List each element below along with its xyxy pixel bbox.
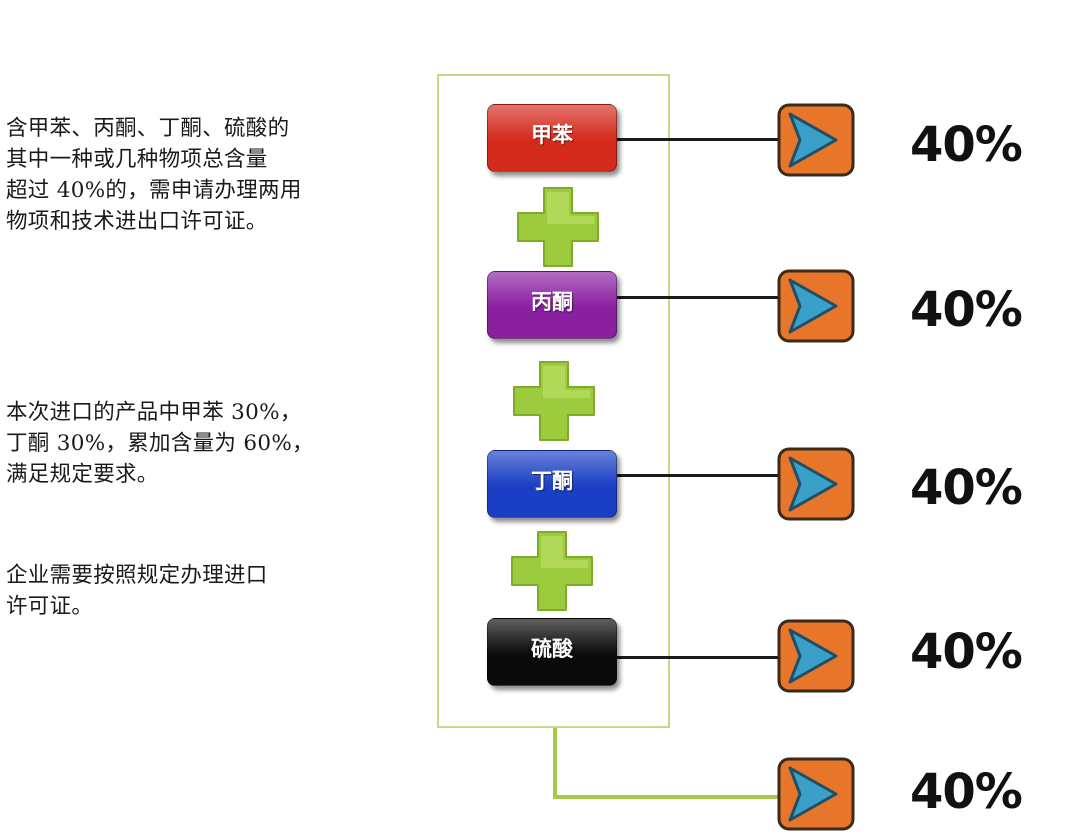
chemical-box-butanone: 丁酮 bbox=[487, 450, 617, 518]
product-paragraph: 本次进口的产品中甲苯 30%， 丁酮 30%，累加含量为 60%， 满足规定要求… bbox=[6, 397, 358, 490]
percentage-label: 40% bbox=[910, 624, 1023, 680]
percentage-label: 40% bbox=[910, 117, 1023, 173]
plus-icon bbox=[511, 531, 593, 611]
chevron-right-icon bbox=[777, 757, 855, 831]
text-line: 满足规定要求。 bbox=[6, 462, 159, 487]
percentage-label: 40% bbox=[910, 764, 1023, 820]
chevron-right-icon bbox=[777, 103, 855, 177]
plus-icon bbox=[513, 361, 595, 441]
chemical-group-frame bbox=[437, 74, 670, 728]
chevron-right-icon bbox=[777, 269, 855, 343]
chemical-box-toluene: 甲苯 bbox=[487, 104, 617, 172]
percentage-label: 40% bbox=[910, 282, 1023, 338]
chemical-label: 丙酮 bbox=[531, 290, 573, 314]
text-line: 超过 40%的，需申请办理两用 bbox=[6, 178, 302, 203]
percentage-label: 40% bbox=[910, 460, 1023, 516]
chevron-right-icon bbox=[777, 447, 855, 521]
text-line: 许可证。 bbox=[6, 594, 94, 619]
chemical-label: 硫酸 bbox=[531, 637, 573, 661]
chemical-label: 甲苯 bbox=[531, 123, 573, 147]
text-line: 含甲苯、丙酮、丁酮、硫酸的 bbox=[6, 116, 290, 141]
chemical-label: 丁酮 bbox=[531, 469, 573, 493]
text-line: 丁酮 30%，累加含量为 60%， bbox=[6, 431, 314, 456]
connector-line bbox=[617, 296, 779, 299]
chemical-box-sulfuric-acid: 硫酸 bbox=[487, 618, 617, 686]
connector-line bbox=[617, 138, 779, 141]
chemical-box-acetone: 丙酮 bbox=[487, 271, 617, 339]
text-line: 其中一种或几种物项总含量 bbox=[6, 147, 268, 172]
plus-icon bbox=[517, 187, 599, 267]
connector-line bbox=[617, 474, 779, 477]
rule-paragraph: 含甲苯、丙酮、丁酮、硫酸的 其中一种或几种物项总含量 超过 40%的，需申请办理… bbox=[6, 113, 358, 237]
text-line: 物项和技术进出口许可证。 bbox=[6, 209, 268, 234]
conclusion-paragraph: 企业需要按照规定办理进口 许可证。 bbox=[6, 560, 358, 622]
text-line: 企业需要按照规定办理进口 bbox=[6, 563, 268, 588]
text-line: 本次进口的产品中甲苯 30%， bbox=[6, 400, 302, 425]
chevron-right-icon bbox=[777, 619, 855, 693]
connector-line bbox=[617, 656, 779, 659]
